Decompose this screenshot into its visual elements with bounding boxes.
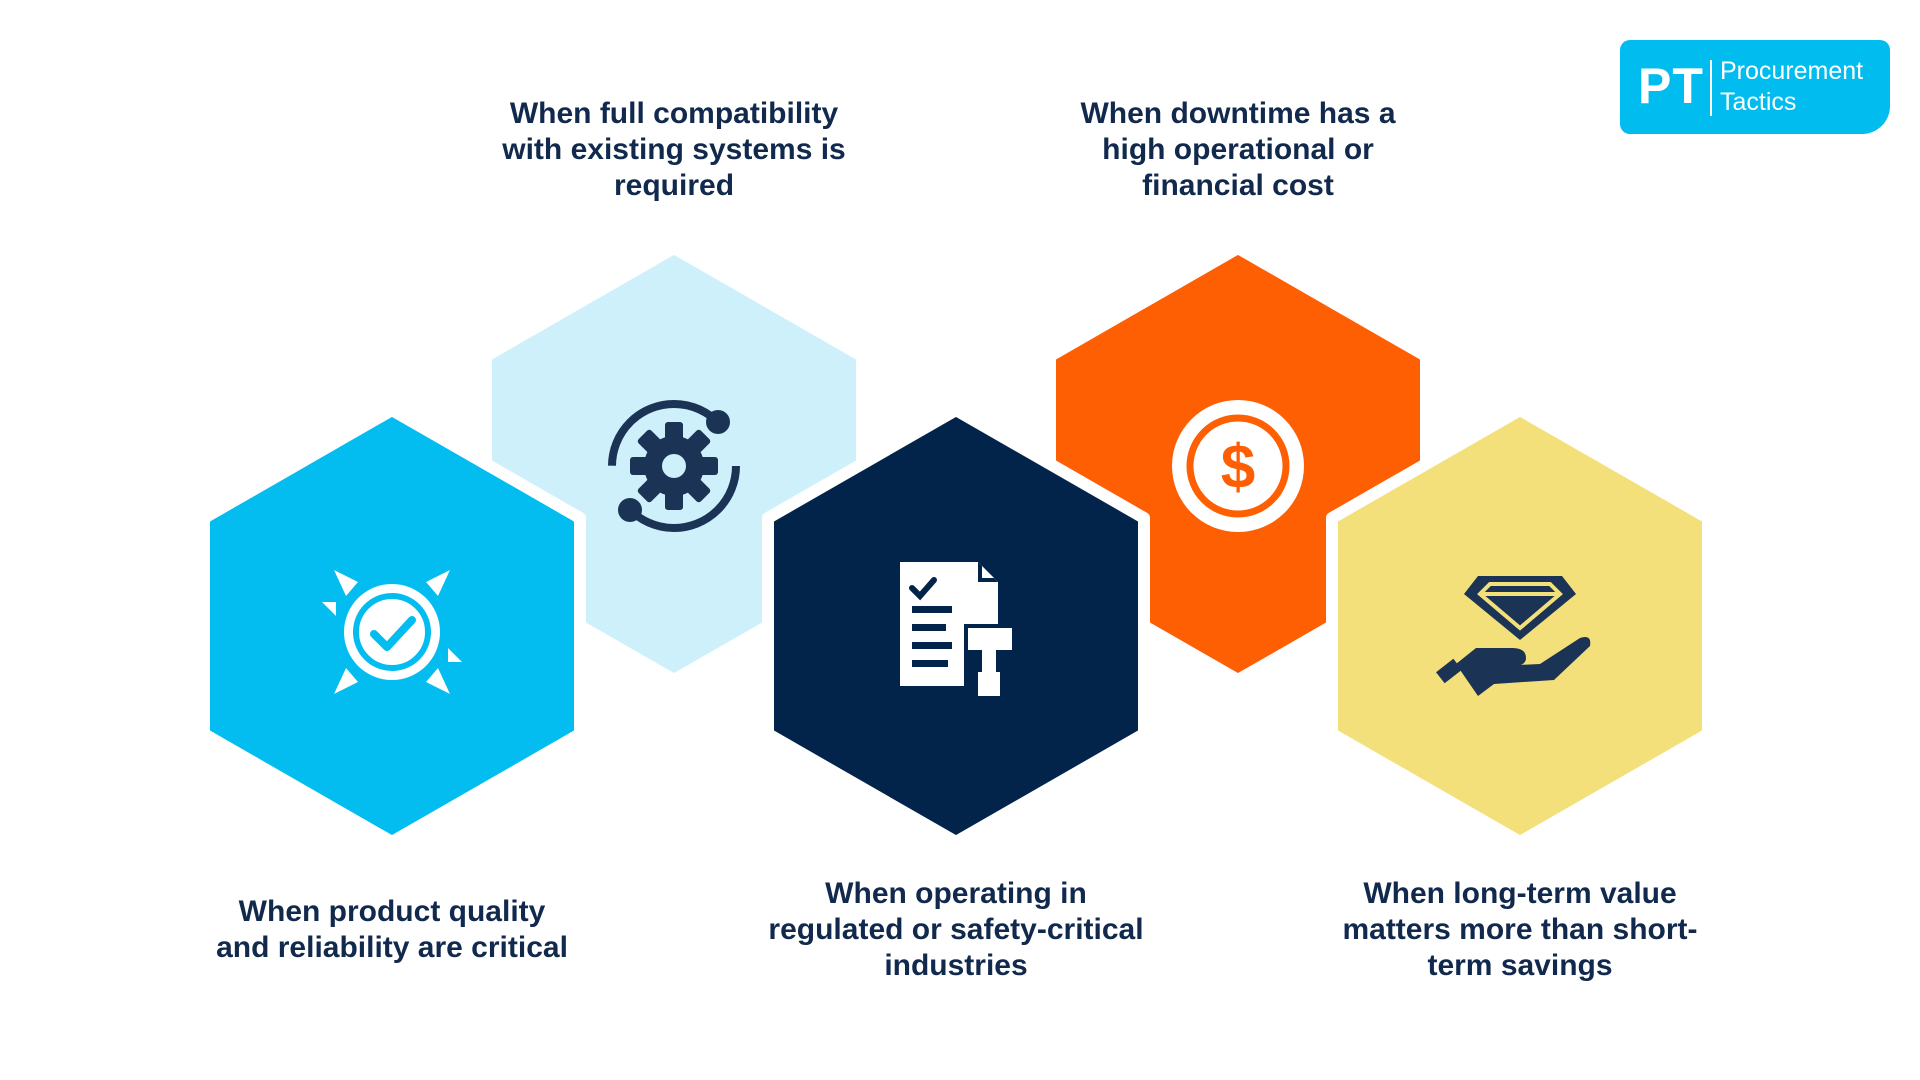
procurement-tactics-logo: PT Procurement Tactics	[1620, 40, 1890, 134]
logo-line-1: Procurement	[1720, 57, 1864, 85]
document-gavel-icon	[900, 562, 1012, 696]
diamond-hand-icon	[1436, 576, 1591, 696]
caption-regulated: When operating in regulated or safety-cr…	[768, 877, 1144, 982]
logo-wordmark: Procurement Tactics	[1720, 56, 1863, 118]
caption-quality: When product quality and reliability are…	[216, 895, 568, 964]
quality-badge-icon	[322, 570, 462, 694]
caption-downtime: When downtime has a high operational or …	[1080, 97, 1396, 202]
caption-compatibility: When full compatibility with existing sy…	[502, 97, 846, 202]
logo-divider	[1710, 60, 1712, 116]
svg-text:$: $	[1221, 433, 1255, 502]
dollar-coin-icon: $	[1172, 400, 1304, 532]
caption-value: When long-term value matters more than s…	[1342, 877, 1698, 982]
logo-line-2: Tactics	[1720, 88, 1797, 116]
gear-orbit-icon	[608, 400, 740, 532]
logo-mark: PT	[1638, 58, 1704, 114]
